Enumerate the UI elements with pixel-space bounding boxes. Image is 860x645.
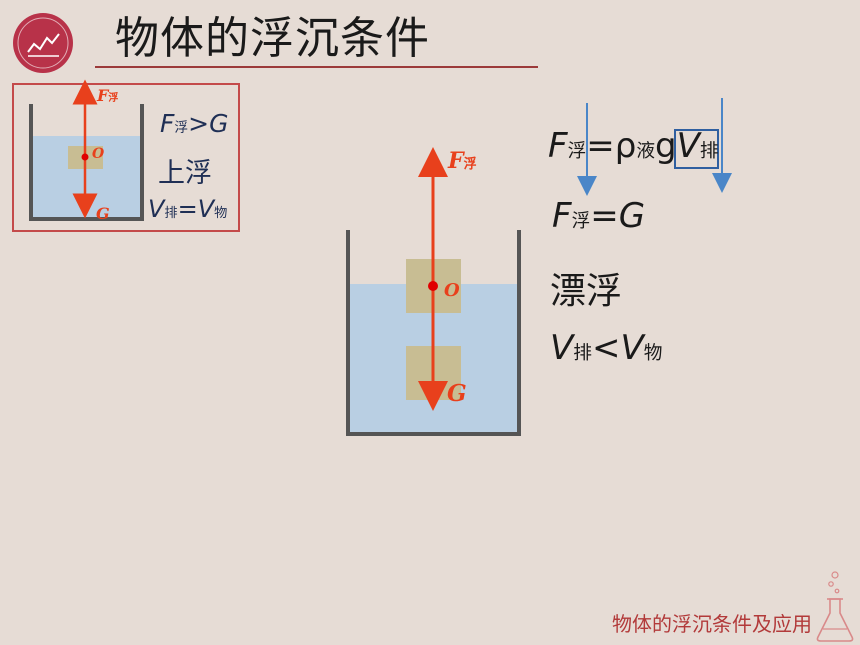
small-beaker: [29, 104, 144, 221]
main-force-up-label: F浮: [448, 148, 477, 174]
main-beaker: [346, 230, 521, 436]
small-force-up-label: F浮: [97, 86, 119, 105]
footer-title: 物体的浮沉条件及应用: [612, 612, 812, 636]
main-center-point: [428, 281, 438, 291]
page-title: 物体的浮沉条件: [115, 13, 430, 64]
title-underline: [95, 66, 538, 68]
small-center-label: O: [92, 146, 105, 162]
main-center-label: O: [444, 280, 460, 301]
flask-icon: [816, 571, 854, 642]
small-center-point: [81, 153, 89, 161]
small-panel-frame: [12, 83, 240, 232]
equilibrium-formula: F浮=G: [552, 196, 646, 236]
line-chart-icon: [13, 13, 73, 73]
volume-relation: V排<V物: [550, 328, 663, 368]
v-pai-highlight-box: [674, 129, 719, 169]
main-force-down-label: G: [447, 380, 467, 407]
buoyancy-formula: F浮=ρ液gV排: [548, 126, 719, 166]
small-condition-2: 上浮: [158, 158, 212, 189]
small-condition-1: F浮>G: [160, 109, 229, 138]
state-label: 漂浮: [550, 271, 623, 312]
small-condition-3: V排=V物: [148, 195, 228, 223]
small-force-down-label: G: [96, 204, 110, 223]
